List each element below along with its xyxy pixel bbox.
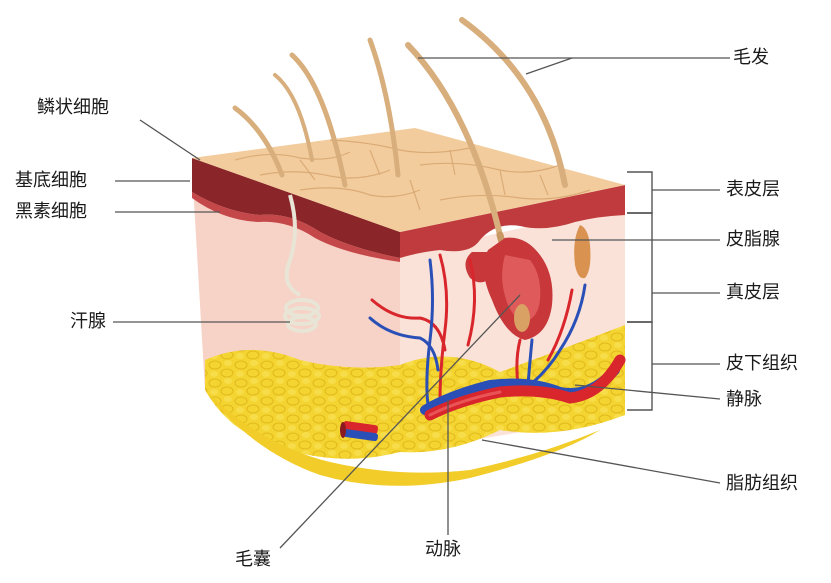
label-vein: 静脉 — [726, 390, 762, 410]
label-hair: 毛发 — [733, 48, 769, 68]
label-squamous-cells: 鳞状细胞 — [37, 98, 109, 118]
label-melanocytes: 黑素细胞 — [15, 202, 87, 222]
label-sweat-gland: 汗腺 — [70, 312, 106, 332]
label-adipose-tissue: 脂肪组织 — [726, 474, 798, 494]
label-hair-follicle: 毛囊 — [235, 550, 271, 570]
label-artery: 动脉 — [425, 540, 461, 560]
label-sebaceous-gland: 皮脂腺 — [726, 230, 780, 250]
label-basal-cells: 基底细胞 — [15, 171, 87, 191]
label-subcutaneous-tissue: 皮下组织 — [726, 354, 798, 374]
label-dermis: 真皮层 — [726, 283, 780, 303]
label-epidermis: 表皮层 — [726, 180, 780, 200]
